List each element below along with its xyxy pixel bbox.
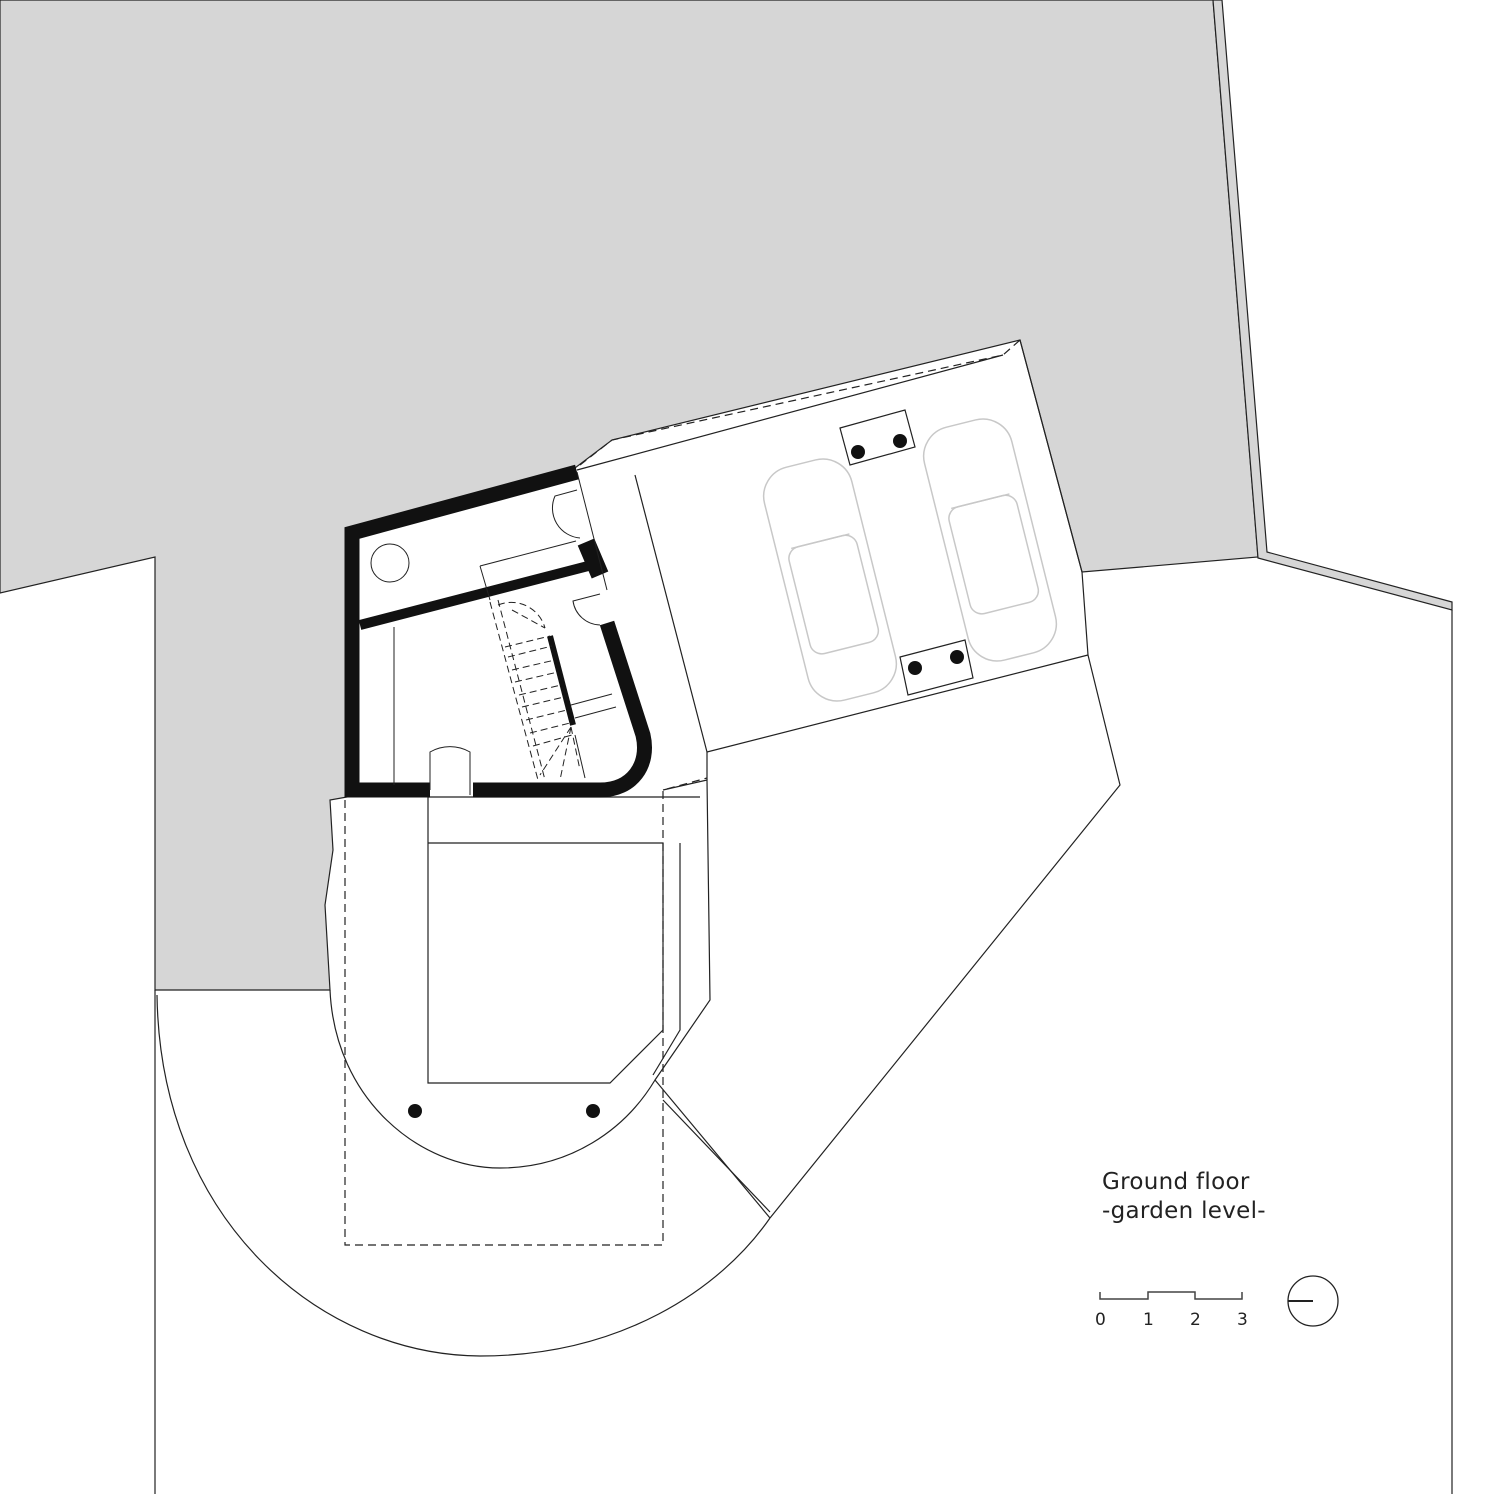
retaining-wall-strip xyxy=(1212,0,1453,611)
car-icon xyxy=(762,458,898,702)
tank-icon xyxy=(370,543,410,583)
parked-cars xyxy=(762,418,1058,702)
drawing-title-main: Ground floor xyxy=(1102,1169,1250,1195)
pillar-box xyxy=(839,409,916,466)
columns xyxy=(408,434,964,1118)
staircase xyxy=(489,599,581,781)
column xyxy=(586,1104,600,1118)
column xyxy=(908,661,922,675)
car-icon xyxy=(922,418,1058,662)
outer-wall xyxy=(344,464,579,798)
scale-label-3: 3 xyxy=(1237,1310,1248,1330)
column xyxy=(893,434,907,448)
walls xyxy=(344,464,652,798)
column xyxy=(950,650,964,664)
terrain-fill xyxy=(0,0,1259,991)
scale-label-1: 1 xyxy=(1143,1310,1154,1330)
interior-lines xyxy=(370,471,617,798)
north-arrow-icon xyxy=(1287,1275,1339,1327)
scale-label-0: 0 xyxy=(1095,1310,1106,1330)
drawing-title: Ground floor -garden level- xyxy=(1102,1168,1266,1226)
column xyxy=(408,1104,422,1118)
wall-stub xyxy=(577,538,609,579)
drawing-title-sub: -garden level- xyxy=(1102,1198,1266,1224)
pillar-box xyxy=(899,639,974,696)
stair-wall xyxy=(547,635,576,726)
column xyxy=(851,445,865,459)
overhang-dashed xyxy=(344,339,1021,1246)
outer-wall-curved xyxy=(473,620,652,798)
interior-wall xyxy=(358,560,594,630)
scale-bar xyxy=(1099,1291,1243,1300)
scale-label-2: 2 xyxy=(1190,1310,1201,1330)
